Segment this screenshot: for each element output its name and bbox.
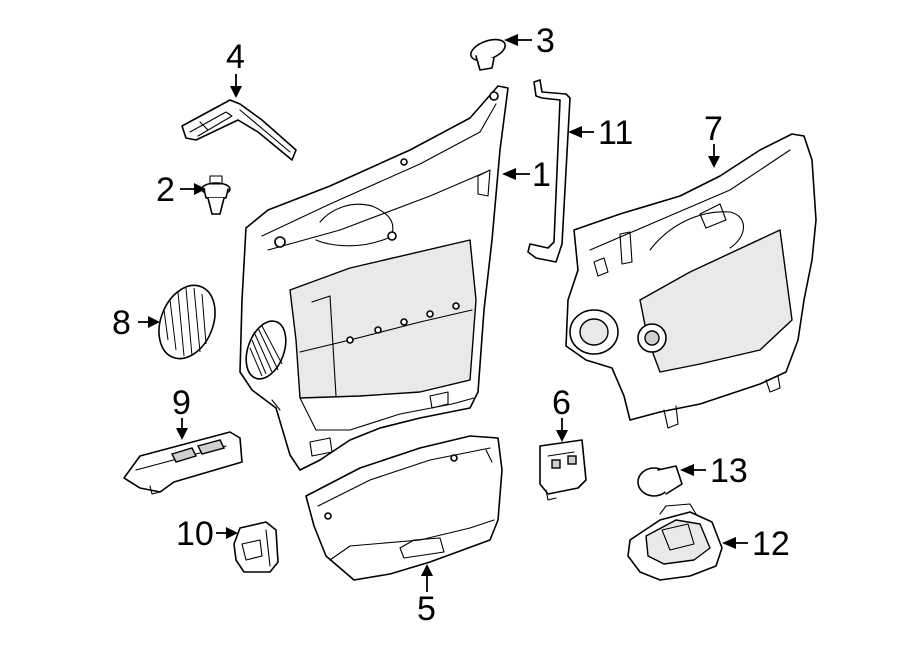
callout-13: 13 — [710, 452, 748, 490]
part-1-door-trim-panel — [239, 85, 509, 471]
part-13-bulb — [637, 465, 683, 497]
callout-2: 2 — [156, 171, 175, 209]
callout-5: 5 — [417, 590, 436, 628]
leader-lines — [138, 34, 748, 592]
callout-8: 8 — [112, 304, 131, 342]
part-8-speaker-grille — [158, 284, 216, 360]
part-11-link-rod — [527, 79, 571, 263]
callout-12: 12 — [752, 525, 790, 563]
callout-1: 1 — [532, 156, 551, 194]
part-4-pull-handle — [181, 99, 297, 161]
callout-7: 7 — [704, 110, 723, 148]
callout-labels: 1 2 3 4 5 6 7 8 9 10 11 12 13 — [112, 22, 790, 628]
callout-9: 9 — [172, 384, 191, 422]
part-10-latch-bezel — [233, 521, 279, 573]
part-6-bracket — [539, 439, 587, 501]
callout-10: 10 — [176, 515, 214, 553]
part-5-lower-pocket — [305, 435, 503, 581]
part-9-window-switch — [123, 431, 243, 495]
callout-3: 3 — [536, 22, 555, 60]
part-7-inner-panel — [565, 133, 817, 429]
part-3-cap-plug — [470, 38, 506, 71]
part-12-handle-housing — [627, 503, 723, 581]
callout-11: 11 — [598, 114, 633, 152]
callout-6: 6 — [552, 384, 571, 422]
part-2-fastener-clip — [201, 175, 231, 215]
callout-4: 4 — [226, 38, 245, 76]
